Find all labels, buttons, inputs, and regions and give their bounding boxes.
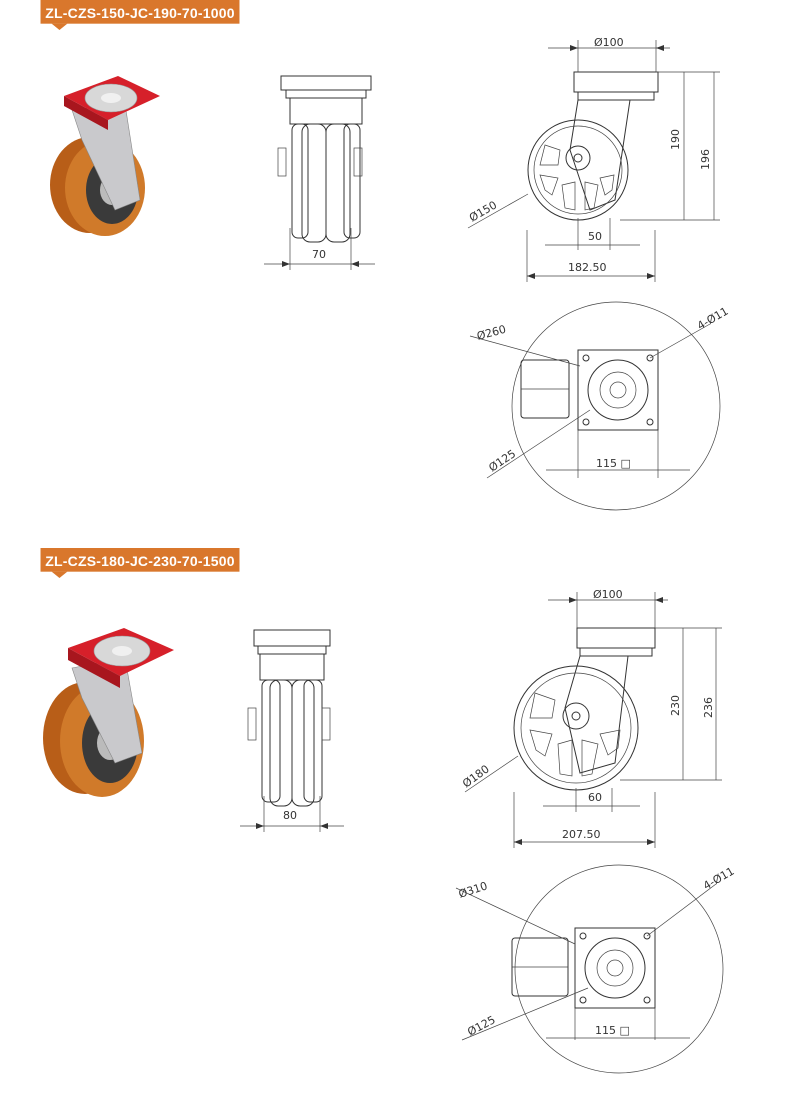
- wheel-width-label: 70: [312, 248, 326, 261]
- swivel-circle-label: Ø260: [475, 323, 507, 343]
- height-outer-label: 236: [702, 697, 715, 718]
- banner-shape: [40, 548, 240, 578]
- offset-label: 60: [588, 791, 602, 804]
- bolt-circle-label: Ø125: [465, 1013, 497, 1038]
- technical-drawing-1: 70: [50, 36, 731, 511]
- front-view: [240, 629, 344, 832]
- bolt-circle-label: Ø125: [486, 447, 518, 474]
- height-inner-label: 190: [669, 129, 682, 150]
- swivel-radius-label: 182.50: [568, 261, 607, 274]
- side-view: [464, 592, 722, 848]
- height-outer-label: 196: [699, 149, 712, 170]
- top-diameter-label: Ø100: [593, 588, 623, 601]
- swivel-radius-label: 207.50: [562, 828, 601, 841]
- swivel-circle-label: Ø310: [457, 879, 489, 901]
- plate-size-label: 115 □: [595, 1024, 630, 1037]
- plate-size-label: 115 □: [596, 457, 631, 470]
- top-diameter-label: Ø100: [594, 36, 624, 49]
- banner-shape: [40, 0, 240, 30]
- model-title: ZL-CZS-180-JC-230-70-1500: [45, 553, 235, 569]
- wheel-width-label: 80: [283, 809, 297, 822]
- front-view: [264, 75, 375, 270]
- caster-render-image: [50, 76, 160, 236]
- product-section-2: ZL-CZS-180-JC-230-70-1500: [0, 548, 800, 1095]
- offset-label: 50: [588, 230, 602, 243]
- wheel-diameter-label: Ø150: [467, 199, 499, 225]
- caster-render-image: [43, 628, 174, 797]
- top-view: [455, 864, 724, 1074]
- height-inner-label: 230: [669, 695, 682, 716]
- top-view: [469, 301, 721, 511]
- product-section-1: ZL-CZS-150-JC-190-70-1000: [0, 0, 800, 547]
- side-view: [467, 40, 720, 282]
- wheel-diameter-label: Ø180: [460, 762, 492, 790]
- model-title: ZL-CZS-150-JC-190-70-1000: [45, 5, 235, 21]
- bolt-holes-label: 4-Ø11: [701, 865, 737, 893]
- technical-drawing-2: 80: [43, 588, 737, 1074]
- bolt-holes-label: 4-Ø11: [695, 305, 731, 333]
